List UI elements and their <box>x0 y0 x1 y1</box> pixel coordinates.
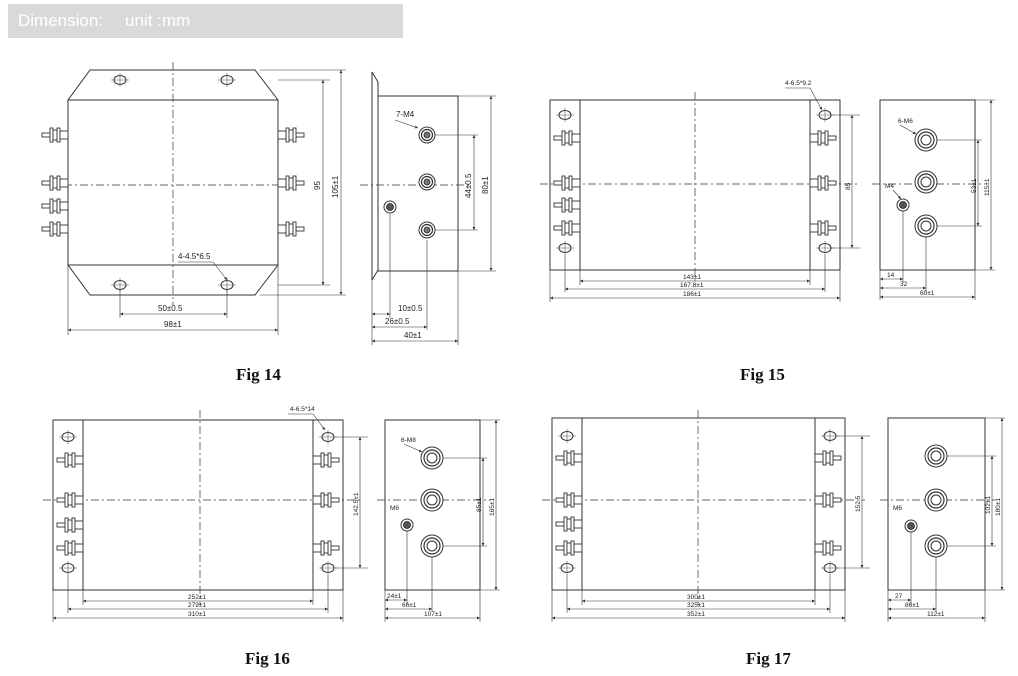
fig15-studs-label: 6-M6 <box>898 118 913 125</box>
fig15-holes-label: 4-6.5*9.2 <box>785 80 812 87</box>
fig17-side-w2-label: 86±1 <box>905 602 920 609</box>
fig14-side-w1-label: 10±0.5 <box>398 304 423 313</box>
fig17-side-w3-label: 112±1 <box>927 611 945 618</box>
fig14-caption: Fig 14 <box>236 365 281 384</box>
fig16-side-w2-label: 66±1 <box>402 602 417 609</box>
fig14-width-outer-label: 98±1 <box>164 320 182 329</box>
fig14-width-inner-label: 50±0.5 <box>158 304 183 313</box>
fig14-side-h2-label: 80±1 <box>481 176 490 194</box>
fig17-side-w1-label: 27 <box>895 593 903 600</box>
fig16-front-view <box>43 410 368 622</box>
fig15-w3-label: 186±1 <box>683 291 701 298</box>
fig14-side-w3-label: 40±1 <box>404 331 422 340</box>
fig16-ground-label: M6 <box>390 505 399 512</box>
fig16-w1-label: 252±1 <box>188 594 206 601</box>
fig16-side-w1-label: 24±1 <box>387 593 402 600</box>
fig16-side-h2-label: 165±1 <box>489 498 496 516</box>
fig15-height-label: 85 <box>845 182 852 190</box>
fig15-w1-label: 143±1 <box>683 274 701 281</box>
fig17-side-h1-label: 102±1 <box>985 496 992 514</box>
fig15-caption: Fig 15 <box>740 365 785 384</box>
fig15-side-h2-label: 115±1 <box>984 178 991 196</box>
fig16-w2-label: 279±1 <box>188 602 206 609</box>
fig17-ground-label: M6 <box>893 505 902 512</box>
fig16-side-w3-label: 107±1 <box>424 611 442 618</box>
fig14-height-outer-label: 105±1 <box>331 175 340 198</box>
dimension-label: Dimension: <box>18 11 104 30</box>
fig17-w2-label: 325±1 <box>687 602 705 609</box>
fig15-side-w2-label: 32 <box>900 281 908 288</box>
fig17-side-h2-label: 180±1 <box>995 498 1002 516</box>
fig14-holes-label: 4-4.5*6.5 <box>178 252 211 261</box>
fig14-side-view <box>360 71 496 345</box>
fig16-caption: Fig 16 <box>245 649 290 668</box>
dimension-banner: Dimension: unit :mm <box>8 4 403 38</box>
dimension-banner-text: Dimension: unit :mm <box>18 11 190 31</box>
fig15-side-w1-label: 14 <box>887 272 895 279</box>
unit-label: unit :mm <box>125 11 191 30</box>
fig14-front-view <box>41 62 346 335</box>
fig17-front-view <box>542 410 870 622</box>
fig14-side-h1-label: 44±0.5 <box>464 173 473 198</box>
fig17-w1-label: 300±1 <box>687 594 705 601</box>
fig14-side-w2-label: 26±0.5 <box>385 317 410 326</box>
fig15-ground-label: M4 <box>885 183 894 190</box>
fig15-side-view <box>872 99 995 300</box>
fig17-height-label: 152.5 <box>855 495 862 512</box>
fig17-caption: Fig 17 <box>746 649 791 668</box>
fig16-side-h1-label: 85±1 <box>476 497 483 512</box>
fig15-side-w3-label: 60±1 <box>920 290 935 297</box>
fig16-height-label: 142.5±1 <box>353 492 360 516</box>
fig16-studs-label: 6-M8 <box>401 437 416 444</box>
fig16-side-view <box>377 419 500 622</box>
fig17-w3-label: 352±1 <box>687 611 705 618</box>
fig16-w3-label: 310±1 <box>188 611 206 618</box>
fig15-side-h1-label: 53±1 <box>971 178 978 193</box>
fig17-side-view <box>880 417 1005 622</box>
fig14-studs-label: 7-M4 <box>396 110 415 119</box>
fig16-holes-label: 4-6.5*14 <box>290 406 315 413</box>
fig14-height-inner-label: 95 <box>313 181 322 190</box>
fig15-w2-label: 167.8±1 <box>680 282 704 289</box>
fig15-front-view <box>540 87 860 302</box>
